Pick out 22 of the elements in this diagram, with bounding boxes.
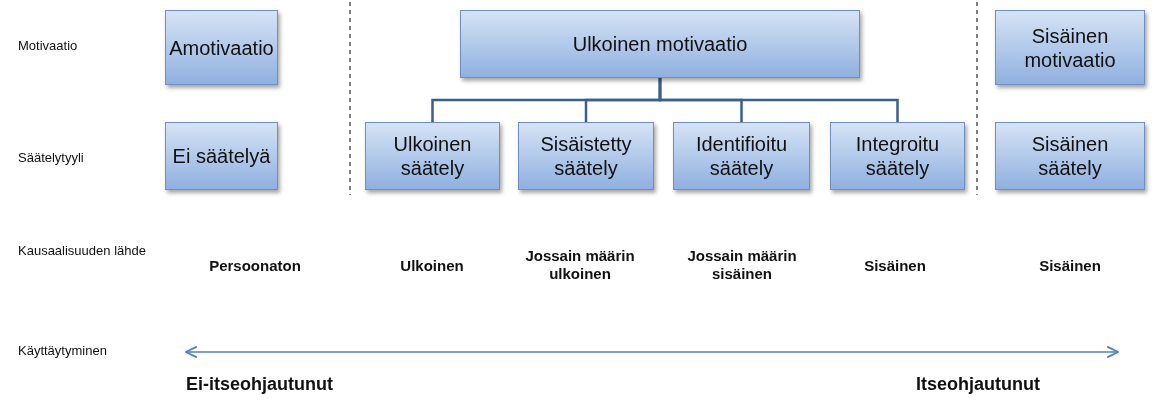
row-label: Kausaalisuuden lähde: [18, 243, 147, 260]
concept-box: Sisäinen motivaatio: [995, 10, 1145, 85]
source-label: Persoonaton: [208, 257, 302, 275]
row-label: Motivaatio: [18, 38, 79, 55]
source-label: Jossain määrin sisäinen: [686, 247, 798, 283]
source-label: Sisäinen: [863, 257, 927, 275]
concept-box: Amotivaatio: [165, 10, 278, 85]
source-label: Sisäinen: [1038, 257, 1102, 275]
concept-box: Ulkoinen säätely: [365, 122, 500, 190]
concept-box: Ulkoinen motivaatio: [460, 10, 860, 78]
concept-box: Integroitu säätely: [830, 122, 965, 190]
scale-end-label: Itseohjautunut: [916, 374, 1040, 395]
source-label: Ulkoinen: [399, 257, 465, 275]
concept-box: Sisäinen säätely: [995, 122, 1145, 190]
row-label: Säätelytyyli: [18, 150, 85, 167]
source-label: Jossain määrin ulkoinen: [524, 247, 636, 283]
concept-box: Ei säätelyä: [165, 122, 278, 190]
concept-box: Identifioitu säätely: [673, 122, 810, 190]
scale-end-label: Ei-itseohjautunut: [186, 374, 333, 395]
concept-box: Sisäistetty säätely: [518, 122, 654, 190]
row-label: Käyttäytyminen: [18, 343, 108, 360]
connector-line: [658, 78, 899, 122]
